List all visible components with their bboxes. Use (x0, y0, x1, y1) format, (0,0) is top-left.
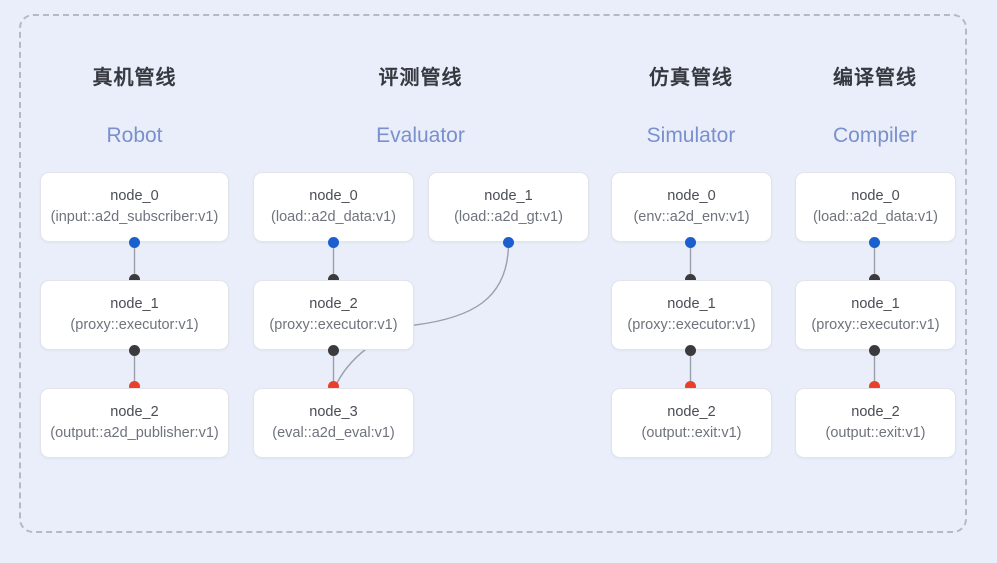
node-simulator-2[interactable]: node_2 (output::exit:v1) (611, 388, 772, 458)
node-type: (eval::a2d_eval:v1) (272, 425, 395, 441)
column-title-en-robot: Robot (106, 124, 163, 147)
node-name: node_1 (667, 295, 716, 312)
node-type: (proxy::executor:v1) (811, 317, 940, 333)
port-input-robot-2[interactable] (129, 381, 140, 392)
node-robot-0[interactable]: node_0 (input::a2d_subscriber:v1) (40, 172, 229, 242)
node-evaluator-3[interactable]: node_3 (eval::a2d_eval:v1) (253, 388, 414, 458)
port-input-compiler-1[interactable] (869, 274, 880, 285)
column-title-cn-evaluator: 评测管线 (378, 67, 463, 89)
column-title-cn-compiler: 编译管线 (833, 67, 917, 89)
node-compiler-1[interactable]: node_1 (proxy::executor:v1) (795, 280, 956, 350)
node-name: node_0 (309, 187, 358, 204)
port-input-compiler-2[interactable] (869, 381, 880, 392)
port-output-compiler-0[interactable] (869, 237, 880, 248)
node-robot-2[interactable]: node_2 (output::a2d_publisher:v1) (40, 388, 229, 458)
port-output-robot-1[interactable] (129, 345, 140, 356)
node-name: node_2 (851, 403, 900, 420)
column-title-en-evaluator: Evaluator (376, 124, 465, 147)
node-name: node_1 (110, 295, 159, 312)
port-output-evaluator-2[interactable] (328, 345, 339, 356)
port-input-evaluator-2[interactable] (328, 274, 339, 285)
node-type: (output::exit:v1) (641, 425, 742, 441)
node-name: node_2 (667, 403, 716, 420)
node-name: node_1 (484, 187, 533, 204)
column-title-cn-simulator: 仿真管线 (649, 67, 733, 89)
node-type: (proxy::executor:v1) (627, 317, 756, 333)
node-type: (input::a2d_subscriber:v1) (50, 209, 219, 225)
node-name: node_0 (851, 187, 900, 204)
node-compiler-0[interactable]: node_0 (load::a2d_data:v1) (795, 172, 956, 242)
port-input-evaluator-3[interactable] (328, 381, 339, 392)
column-title-cn-robot: 真机管线 (92, 67, 177, 89)
node-simulator-0[interactable]: node_0 (env::a2d_env:v1) (611, 172, 772, 242)
node-evaluator-0[interactable]: node_0 (load::a2d_data:v1) (253, 172, 414, 242)
node-compiler-2[interactable]: node_2 (output::exit:v1) (795, 388, 956, 458)
node-type: (load::a2d_data:v1) (271, 209, 396, 225)
node-type: (output::a2d_publisher:v1) (50, 425, 219, 441)
port-output-simulator-1[interactable] (685, 345, 696, 356)
node-robot-1[interactable]: node_1 (proxy::executor:v1) (40, 280, 229, 350)
port-input-simulator-1[interactable] (685, 274, 696, 285)
node-evaluator-2[interactable]: node_2 (proxy::executor:v1) (253, 280, 414, 350)
node-type: (env::a2d_env:v1) (633, 209, 750, 225)
port-output-evaluator-1[interactable] (503, 237, 514, 248)
column-title-en-compiler: Compiler (832, 124, 918, 147)
node-type: (proxy::executor:v1) (70, 317, 199, 333)
node-name: node_0 (667, 187, 716, 204)
port-output-robot-0[interactable] (129, 237, 140, 248)
node-name: node_3 (309, 403, 358, 420)
node-simulator-1[interactable]: node_1 (proxy::executor:v1) (611, 280, 772, 350)
node-name: node_2 (110, 403, 159, 420)
port-input-simulator-2[interactable] (685, 381, 696, 392)
port-output-compiler-1[interactable] (869, 345, 880, 356)
node-type: (output::exit:v1) (825, 425, 926, 441)
port-output-simulator-0[interactable] (685, 237, 696, 248)
node-type: (proxy::executor:v1) (269, 317, 398, 333)
pipeline-group-frame (19, 14, 967, 533)
node-type: (load::a2d_data:v1) (813, 209, 938, 225)
node-name: node_1 (851, 295, 900, 312)
port-input-robot-1[interactable] (129, 274, 140, 285)
node-type: (load::a2d_gt:v1) (454, 209, 563, 225)
node-name: node_2 (309, 295, 358, 312)
port-output-evaluator-0[interactable] (328, 237, 339, 248)
column-title-en-simulator: Simulator (646, 124, 736, 147)
node-evaluator-1[interactable]: node_1 (load::a2d_gt:v1) (428, 172, 589, 242)
node-name: node_0 (110, 187, 159, 204)
